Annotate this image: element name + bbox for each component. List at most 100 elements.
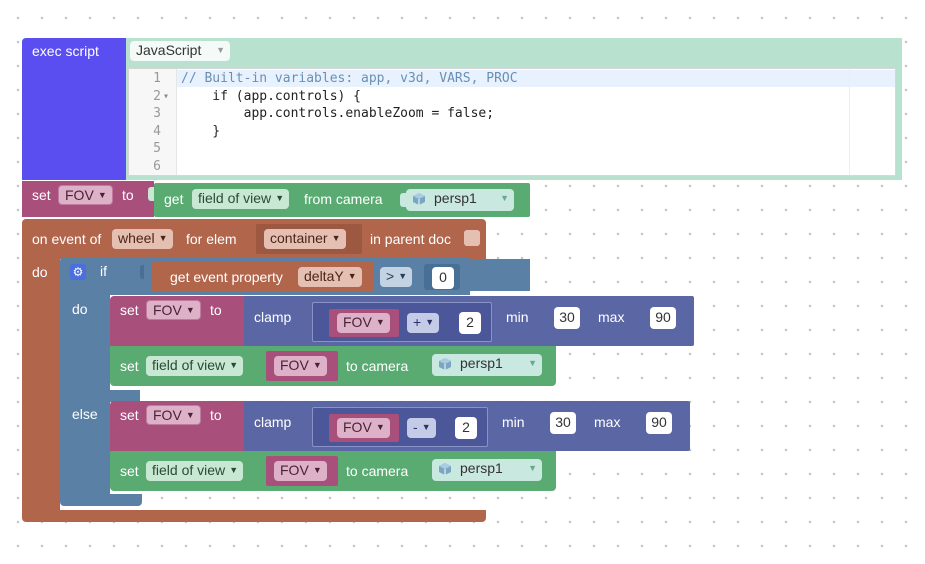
event-property-dropdown[interactable]: deltaY ▼ [298,267,362,287]
element-value: container [270,230,328,246]
element-dropdown[interactable]: container ▼ [264,229,346,249]
max-value[interactable]: 90 [650,307,676,329]
camera-dropdown[interactable]: persp1 ▼ [432,354,542,376]
property-value: field of view [152,357,226,373]
do-clamp-block[interactable]: clamp FOV ▼ + ▼ 2 min 30 max 90 [244,296,694,346]
property-dropdown[interactable]: field of view ▼ [146,461,244,481]
code-line[interactable]: 1// Built-in variables: app, v3d, VARS, … [129,70,889,88]
property-dropdown[interactable]: field of view ▼ [146,356,244,376]
variable-value: FOV [65,187,94,203]
compare-value[interactable]: 0 [432,267,454,289]
chevron-down-icon: ▼ [275,193,285,203]
camera-dropdown[interactable]: persp1 ▼ [432,459,542,481]
line-number: 6 [153,158,161,174]
max-value[interactable]: 90 [646,412,672,434]
variable-value: FOV [343,314,372,330]
gear-icon[interactable]: ⚙ [70,264,86,280]
line-number: 4 [153,123,161,139]
operator-value: - [413,419,418,435]
compare-value-input[interactable]: 0 [424,264,460,290]
chevron-down-icon: ▼ [347,271,357,281]
in-parent-doc-checkbox[interactable] [464,230,480,246]
fold-arrow-icon[interactable]: ▾ [163,90,170,102]
get-event-property-block[interactable]: get event property deltaY ▼ [152,262,374,292]
input-notch [140,265,146,279]
arithmetic-block[interactable]: FOV ▼ + ▼ 2 [312,302,492,342]
property-value: field of view [198,190,272,206]
to-camera-label: to camera [346,463,409,479]
else-set-fov-block[interactable]: set FOV ▼ to [110,401,246,451]
variable-dropdown[interactable]: FOV ▼ [58,185,113,205]
exec-script-block[interactable]: exec script JavaScript ▼ 1// Built-in va… [22,38,902,180]
on-event-label: on event of [32,231,102,247]
variable-value: FOV [153,407,182,423]
variable-dropdown[interactable]: FOV ▼ [337,418,390,438]
min-value[interactable]: 30 [554,307,580,329]
code-editor[interactable]: 1// Built-in variables: app, v3d, VARS, … [128,68,896,176]
code-line[interactable]: 2▾ if (app.controls) { [129,88,889,106]
get-label: get [164,191,184,207]
min-value[interactable]: 30 [550,412,576,434]
operator-dropdown[interactable]: - ▼ [407,418,436,438]
variable-dropdown[interactable]: FOV ▼ [274,356,327,376]
if-else-label: else [72,406,98,422]
event-value: wheel [118,230,155,246]
else-set-camera-fov-block[interactable]: set field of view ▼ FOV ▼ to camera pers… [110,451,556,491]
on-event-block[interactable]: on event of wheel ▼ for elem container ▼… [22,219,486,259]
code-line[interactable]: 5 [129,140,889,158]
camera-value: persp1 [434,190,477,206]
for-elem-label: for elem [186,231,237,247]
camera-dropdown[interactable]: persp1 ▼ [406,189,514,211]
chevron-down-icon: ▼ [425,317,435,327]
operand-input[interactable]: 2 [449,414,483,442]
set-label: set [120,407,139,423]
exec-script-label: exec script [32,43,99,59]
line-number: 1 [153,71,161,86]
variable-dropdown[interactable]: FOV ▼ [337,313,390,333]
element-input[interactable]: container ▼ [256,224,362,254]
do-set-camera-fov-block[interactable]: set field of view ▼ FOV ▼ to camera pers… [110,346,556,386]
fov-getter-block[interactable]: FOV ▼ [329,414,399,442]
operator-dropdown[interactable]: > ▼ [380,267,413,287]
if-label: if [100,263,107,279]
variable-dropdown[interactable]: FOV ▼ [274,461,327,481]
get-camera-property-block[interactable]: get field of view ▼ from camera persp1 ▼ [154,183,530,217]
operand-input[interactable]: 2 [453,309,487,337]
chevron-down-icon: ▼ [312,360,322,370]
chevron-down-icon: ▼ [158,233,168,243]
language-dropdown[interactable]: JavaScript ▼ [130,41,230,61]
operator-dropdown[interactable]: + ▼ [407,313,440,333]
variable-value: FOV [280,357,309,373]
chevron-down-icon: ▼ [375,317,385,327]
operand-value[interactable]: 2 [455,417,477,439]
variable-dropdown[interactable]: FOV ▼ [146,405,201,425]
clamp-label: clamp [254,414,292,430]
chevron-down-icon: ▼ [185,305,195,315]
variable-dropdown[interactable]: FOV ▼ [146,300,201,320]
chevron-down-icon: ▼ [185,410,195,420]
on-event-footer [22,510,486,522]
code-line[interactable]: 3 app.controls.enableZoom = false; [129,105,889,123]
arithmetic-block[interactable]: FOV ▼ - ▼ 2 [312,407,488,447]
chevron-down-icon: ▼ [421,422,431,432]
code-line[interactable]: 6 [129,158,889,176]
active-line-highlight [177,70,895,87]
do-set-fov-block[interactable]: set FOV ▼ to [110,296,246,346]
set-fov-block[interactable]: set FOV ▼ to [22,181,154,217]
operand-value[interactable]: 2 [459,312,481,334]
fov-getter-block[interactable]: FOV ▼ [329,309,399,337]
property-dropdown[interactable]: field of view ▼ [192,189,290,209]
else-clamp-block[interactable]: clamp FOV ▼ - ▼ 2 min 30 max 90 [244,401,690,451]
min-label: min [502,414,525,430]
code-text: } [181,123,221,139]
fov-getter-block[interactable]: FOV ▼ [266,351,338,381]
fov-getter-block[interactable]: FOV ▼ [266,456,338,486]
property-value: field of view [152,462,226,478]
set-label: set [120,463,139,479]
operator-value: > [386,268,395,284]
chevron-down-icon: ▼ [97,190,107,200]
camera-value: persp1 [460,355,503,371]
code-line[interactable]: 4 } [129,123,889,141]
clamp-label: clamp [254,309,292,325]
event-dropdown[interactable]: wheel ▼ [112,229,173,249]
